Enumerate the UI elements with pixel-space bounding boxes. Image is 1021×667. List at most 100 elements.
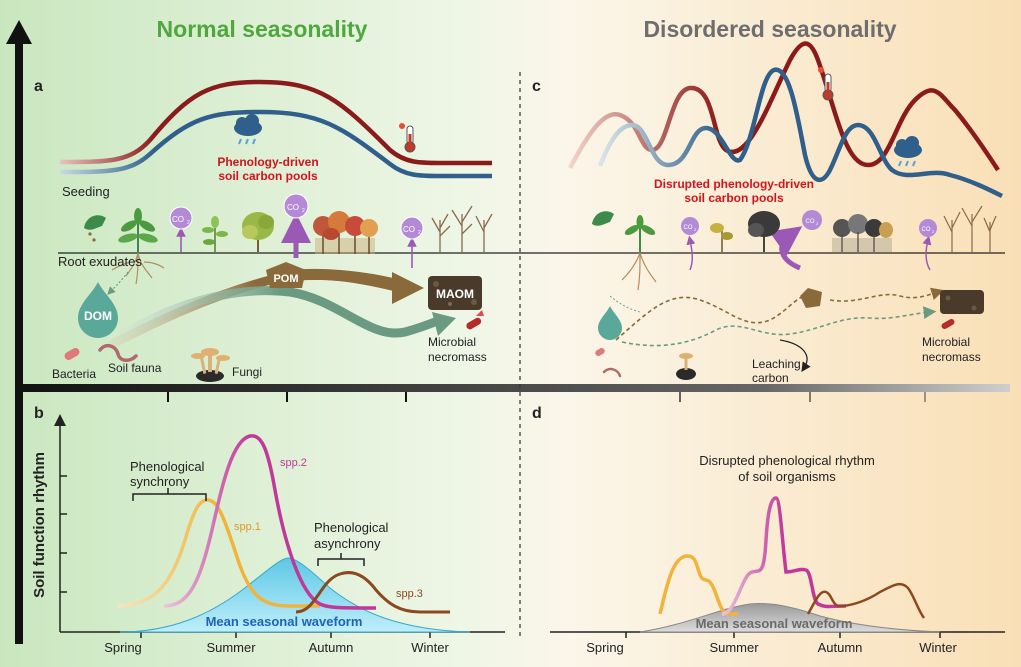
- co2-bubble-c1: CO 2: [681, 217, 699, 271]
- bacteria-label: Bacteria: [52, 367, 96, 381]
- vertical-axis: [15, 40, 23, 644]
- thermometer-icon-c: [818, 67, 834, 101]
- earthworm-icon: [98, 343, 138, 362]
- season-winter-b: Winter: [411, 640, 449, 655]
- svg-text:CO: CO: [684, 225, 693, 231]
- season-spring-d: Spring: [586, 640, 624, 655]
- pom-badge: POM: [266, 262, 306, 288]
- pool-label-line1: Phenology-driven: [217, 155, 318, 169]
- disrupted-pool-label-line1: Disrupted phenology-driven: [654, 177, 814, 191]
- y-axis-label: Soil function rhythm: [31, 452, 48, 598]
- disrupted-pool-label-line2: soil carbon pools: [684, 191, 784, 205]
- spp3-curve: [295, 571, 450, 614]
- mean-seasonal-waveform-d: [639, 603, 941, 633]
- necromass-icon: [466, 310, 484, 330]
- mixed-trees-icon-c: [710, 205, 997, 252]
- dom-droplet-c: [598, 306, 622, 340]
- spp1-label: spp.1: [234, 521, 261, 533]
- root-system-icon: [111, 252, 165, 285]
- season-axis-band: [15, 384, 1010, 392]
- pom-flow-arrowhead: [392, 272, 424, 304]
- maom-aggregate-c: [940, 290, 984, 314]
- disrupted-rhythm-line2: of soil organisms: [738, 469, 836, 484]
- asynchrony-label-line1: Phenological: [314, 520, 389, 535]
- spp1-curve: [117, 498, 320, 608]
- mean-wave-label-b: Mean seasonal waveform: [206, 614, 363, 629]
- season-summer-b: Summer: [206, 640, 256, 655]
- rain-cloud-icon-c: [894, 136, 922, 167]
- maom-label: MAOM: [436, 287, 474, 301]
- panel-c: Disrupted phenology-driven soil carbon p…: [568, 41, 1004, 385]
- spp3-label: spp.3: [396, 588, 423, 600]
- necromass-icon-c: [941, 319, 955, 329]
- spp1-curve-d: [658, 554, 738, 616]
- pom-badge-c: [800, 288, 822, 308]
- svg-text:CO: CO: [806, 219, 815, 225]
- thermometer-icon: [399, 123, 416, 153]
- svg-text:2: 2: [302, 208, 305, 214]
- panel-d: Disrupted phenological rhythm of soil or…: [550, 453, 1005, 655]
- spp2-label: spp.2: [280, 457, 307, 469]
- soil-fauna-label: Soil fauna: [108, 361, 162, 375]
- necromass-c-label-line2: necromass: [922, 350, 981, 364]
- synchrony-label-line2: synchrony: [130, 474, 190, 489]
- season-winter-d: Winter: [919, 640, 957, 655]
- svg-text:2: 2: [932, 229, 935, 234]
- panel-b: Soil function rhythm Phenological synchr…: [31, 414, 505, 655]
- pool-label-line2: soil carbon pools: [218, 169, 318, 183]
- panel-letter-b: b: [34, 405, 44, 422]
- season-autumn-b: Autumn: [309, 640, 354, 655]
- mean-seasonal-waveform: [119, 557, 471, 633]
- shrub-icon: [202, 216, 228, 252]
- necromass-label-line2: necromass: [428, 350, 487, 364]
- main-axes: [6, 20, 1010, 644]
- svg-text:2: 2: [187, 220, 190, 226]
- spp3-curve-d: [806, 582, 926, 619]
- temperature-curve-disordered: [568, 41, 1000, 172]
- necromass-c-label-line1: Microbial: [922, 335, 970, 349]
- bacteria-icon-c: [595, 348, 605, 356]
- dom-flow-arrow: [117, 286, 442, 340]
- asynchrony-label-line2: asynchrony: [314, 536, 381, 551]
- fungi-label: Fungi: [232, 365, 262, 379]
- co2-bubble-1: CO 2: [169, 206, 193, 252]
- season-summer-d: Summer: [709, 640, 759, 655]
- necromass-label-line1: Microbial: [428, 335, 476, 349]
- spp2-curve: [163, 434, 377, 610]
- dom-label: DOM: [84, 309, 112, 323]
- rain-cloud-icon: [234, 114, 262, 145]
- mushroom-icon: [191, 348, 230, 382]
- co2-bubble-2: CO 2: [281, 193, 311, 258]
- seeding-hand-icon: [84, 215, 106, 242]
- dom-droplet: DOM: [78, 282, 118, 338]
- mushroom-icon-c: [676, 353, 696, 380]
- svg-text:CO: CO: [287, 203, 299, 212]
- panel-letter-a: a: [34, 78, 43, 95]
- svg-text:2: 2: [694, 227, 697, 232]
- tree-icon: [242, 212, 274, 252]
- svg-text:2: 2: [816, 221, 819, 226]
- panel-letter-d: d: [532, 405, 542, 422]
- seedling-icon: [118, 208, 158, 252]
- seedling-icon-c: [624, 215, 656, 252]
- maom-aggregate: MAOM: [428, 276, 482, 310]
- svg-text:CO: CO: [172, 215, 184, 224]
- asynchrony-bracket: [317, 553, 365, 566]
- pom-label: POM: [273, 273, 298, 285]
- seeding-hand-icon-c: [592, 211, 614, 226]
- svg-text:CO: CO: [403, 225, 415, 234]
- seeding-label: Seeding: [62, 184, 110, 199]
- leaching-arrow: [779, 339, 811, 372]
- season-spring-b: Spring: [104, 640, 142, 655]
- precipitation-curve-disordered: [597, 67, 1004, 199]
- dom-flow-arrowhead: [432, 312, 456, 336]
- temperature-curve-normal: [59, 79, 492, 166]
- svg-text:CO: CO: [922, 227, 931, 233]
- disrupted-rhythm-line1: Disrupted phenological rhythm: [699, 453, 875, 468]
- co2-bubble-c3: CO 2: [919, 219, 937, 271]
- vertical-axis-arrow: [6, 20, 32, 44]
- co2-bubble-c2: CO 2: [769, 210, 822, 271]
- bare-trees-icon: [431, 205, 493, 252]
